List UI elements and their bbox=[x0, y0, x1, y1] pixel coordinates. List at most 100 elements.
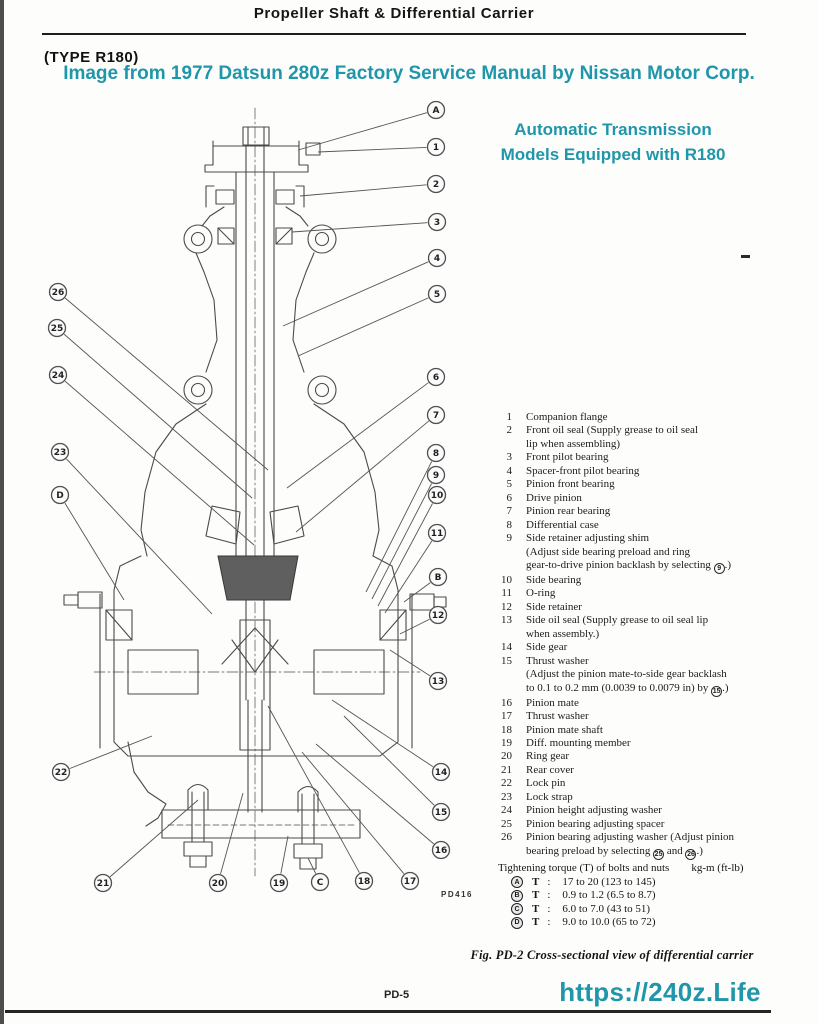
part-number: 17 bbox=[501, 710, 512, 723]
svg-text:4: 4 bbox=[434, 254, 440, 264]
part-name: Companion flange bbox=[526, 411, 608, 423]
callout-23: 23 bbox=[50, 442, 213, 615]
callout-9: 9 bbox=[371, 465, 446, 600]
part-name: Differential case bbox=[526, 518, 599, 531]
callout-14: 14 bbox=[331, 699, 451, 782]
parts-list-item-continuation: when assembly.) bbox=[526, 627, 600, 640]
part-number: 13 bbox=[501, 614, 512, 627]
part-number: 7 bbox=[506, 505, 513, 518]
callout-26: 26 bbox=[48, 282, 269, 471]
svg-text:26: 26 bbox=[52, 288, 65, 298]
part-number: 21 bbox=[501, 763, 512, 776]
svg-text:6: 6 bbox=[433, 373, 439, 383]
part-number: 22 bbox=[501, 777, 512, 790]
parts-list-item-continuation: bearing preload by selecting 25 and 26.) bbox=[526, 844, 703, 860]
part-name: Ring gear bbox=[526, 750, 570, 763]
differential-carrier-diagram: A1234567891011B12131415161718C1920212223… bbox=[47, 100, 451, 893]
part-number: 4 bbox=[506, 464, 513, 477]
svg-text:22: 22 bbox=[55, 768, 68, 778]
svg-text:17: 17 bbox=[404, 877, 417, 887]
part-name: Pinion mate bbox=[526, 696, 579, 709]
svg-text:7: 7 bbox=[433, 411, 439, 421]
svg-text:16: 16 bbox=[435, 846, 448, 856]
callout-1: 1 bbox=[317, 137, 446, 157]
figure-code: PD416 bbox=[441, 890, 473, 899]
callout-A: A bbox=[297, 100, 446, 151]
callout-17: 17 bbox=[301, 751, 420, 891]
part-name: Front oil seal (Supply grease to oil sea… bbox=[526, 424, 698, 437]
callout-7: 7 bbox=[295, 405, 446, 533]
svg-text:18: 18 bbox=[358, 877, 371, 887]
svg-text:2: 2 bbox=[433, 180, 439, 190]
torque-label: T bbox=[532, 875, 540, 888]
part-name: Front pilot bearing bbox=[526, 451, 609, 464]
callout-15: 15 bbox=[343, 715, 451, 822]
svg-text:19: 19 bbox=[273, 879, 286, 889]
part-name: Thrust washer bbox=[526, 654, 589, 667]
ring-gear-shape bbox=[217, 555, 299, 601]
circled-ref: 9 bbox=[713, 562, 725, 574]
parts-list-item: 8 Differential case bbox=[498, 519, 818, 532]
svg-text:9: 9 bbox=[433, 471, 439, 481]
callout-18: 18 bbox=[267, 705, 374, 891]
part-name: Pinion bearing adjusting washer (Adjust … bbox=[526, 831, 735, 844]
type-heading: (TYPE R180) bbox=[44, 49, 139, 66]
part-number: 6 bbox=[506, 491, 513, 504]
callout-4: 4 bbox=[282, 248, 447, 327]
part-number: 3 bbox=[506, 451, 513, 464]
at-models-note-line2: Models Equipped with R180 bbox=[500, 145, 726, 164]
callout-6: 6 bbox=[286, 367, 446, 489]
page-title: Propeller Shaft & Differential Carrier bbox=[253, 5, 535, 22]
part-number: 25 bbox=[501, 817, 512, 830]
site-url-link[interactable]: https://240z.Life bbox=[559, 977, 761, 1007]
part-name: Side bearing bbox=[526, 573, 582, 586]
scan-edge-bar bbox=[0, 0, 4, 1024]
parts-list-item-continuation: (Adjust side bearing preload and ring bbox=[526, 545, 691, 558]
circled-ref: 25 bbox=[653, 848, 665, 860]
svg-text:B: B bbox=[435, 573, 442, 583]
part-name: Spacer-front pilot bearing bbox=[526, 464, 640, 477]
part-name: Pinion height adjusting washer bbox=[526, 804, 662, 817]
callout-21: 21 bbox=[93, 799, 199, 893]
part-name: Pinion mate shaft bbox=[526, 723, 603, 736]
bottom-divider bbox=[5, 1010, 771, 1013]
callout-2: 2 bbox=[299, 174, 446, 197]
part-number: 5 bbox=[506, 478, 513, 491]
callout-13: 13 bbox=[389, 649, 448, 691]
part-number: 8 bbox=[506, 518, 513, 531]
torque-heading-row: Tightening torque (T) of bolts and nuts … bbox=[498, 862, 810, 875]
part-number: 10 bbox=[501, 573, 512, 586]
svg-text:11: 11 bbox=[431, 529, 444, 539]
part-name: Side retainer bbox=[526, 600, 582, 613]
callout-25: 25 bbox=[47, 318, 253, 499]
part-number: 9 bbox=[506, 532, 513, 545]
svg-text:20: 20 bbox=[212, 879, 225, 889]
parts-list-item: 3 Front pilot bearing bbox=[498, 451, 818, 464]
parts-list-item-continuation: (Adjust the pinion mate-to-side gear bac… bbox=[526, 668, 727, 681]
callout-24: 24 bbox=[48, 365, 255, 546]
torque-heading: Tightening torque (T) of bolts and nuts bbox=[498, 862, 670, 874]
source-watermark: Image from 1977 Datsun 280z Factory Serv… bbox=[63, 63, 755, 84]
figure-caption: Fig. PD-2 Cross-sectional view of differ… bbox=[470, 948, 754, 962]
part-number: 16 bbox=[501, 696, 512, 709]
header-divider bbox=[42, 33, 746, 35]
torque-colon: : bbox=[547, 889, 551, 902]
part-name: Side gear bbox=[526, 641, 568, 654]
torque-value: 17 to 20 (123 to 145) bbox=[562, 875, 656, 888]
callout-19: 19 bbox=[269, 835, 289, 893]
circled-ref: 15 bbox=[711, 685, 723, 697]
